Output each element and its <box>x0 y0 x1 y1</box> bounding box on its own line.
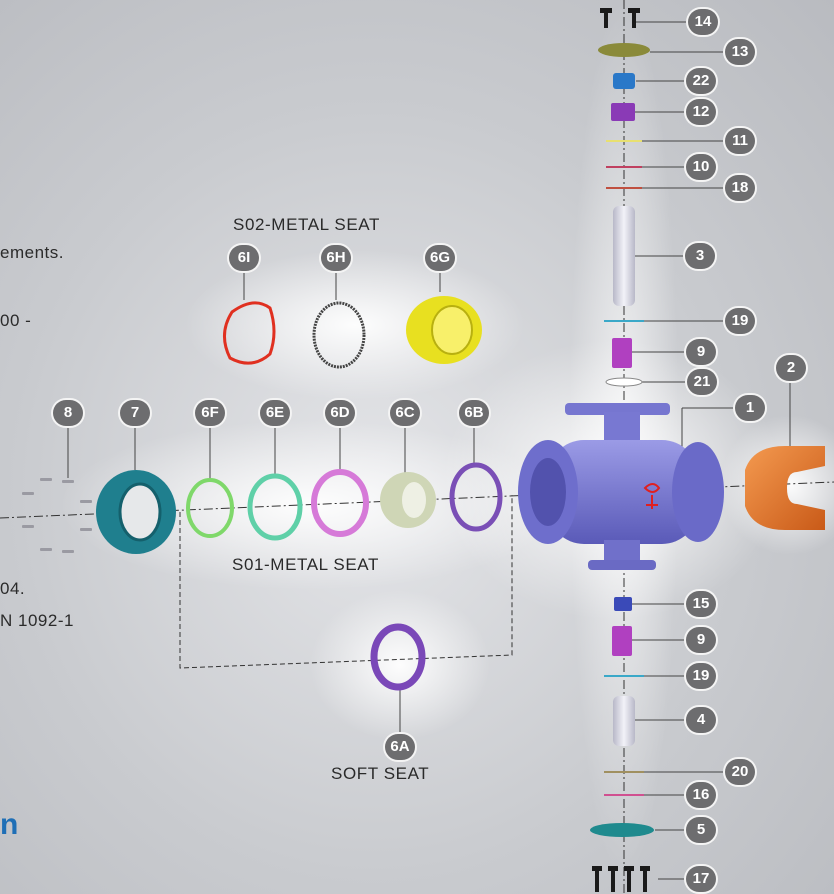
badge-4: 4 <box>686 707 716 733</box>
part-21-washer <box>605 377 643 387</box>
part-13-plate <box>598 43 650 57</box>
ring-6A <box>370 623 426 691</box>
badge-6B: 6B <box>459 400 489 426</box>
ring-6F <box>186 478 234 538</box>
s02-metal-seat-label: S02-METAL SEAT <box>233 215 380 234</box>
badge-6I: 6I <box>229 245 259 271</box>
badge-16: 16 <box>686 782 716 808</box>
badge-15: 15 <box>686 591 716 617</box>
badge-13: 13 <box>725 39 755 65</box>
badge-2: 2 <box>776 355 806 381</box>
part-12-block <box>611 103 635 121</box>
stem-stack <box>590 8 654 892</box>
part-14-bolts <box>600 8 640 28</box>
part-15-block <box>614 597 632 611</box>
part-3-stem <box>613 206 635 306</box>
badge-3: 3 <box>685 243 715 269</box>
badge-1: 1 <box>735 395 765 421</box>
badge-6C: 6C <box>390 400 420 426</box>
badge-6D: 6D <box>325 400 355 426</box>
badge-10: 10 <box>686 154 716 180</box>
badge-12: 12 <box>686 99 716 125</box>
ring-6H <box>312 301 366 369</box>
s01-metal-seat-label: S01-METAL SEAT <box>232 555 379 574</box>
left-text-line2: 00 - <box>0 311 32 330</box>
badge-17: 17 <box>686 866 716 892</box>
soft-seat-bracket <box>179 495 513 669</box>
badge-22: 22 <box>686 68 716 94</box>
part-17-bolts <box>592 866 650 892</box>
badge-6F: 6F <box>195 400 225 426</box>
left-text-line3: 04. <box>0 579 26 598</box>
badge-8: 8 <box>53 400 83 426</box>
ring-6B <box>449 462 503 532</box>
part-5-plate <box>590 823 654 837</box>
part-7-seat <box>96 470 176 554</box>
leader-lines <box>67 21 791 880</box>
part-2-cap <box>745 446 825 530</box>
soft-seat-label: SOFT SEAT <box>331 764 430 783</box>
left-text-line1: ements. <box>0 243 64 262</box>
part-9-bush-top <box>612 338 632 368</box>
badge-6G: 6G <box>425 245 455 271</box>
ring-6I <box>223 301 276 365</box>
badge-7: 7 <box>120 400 150 426</box>
part-4-trunnion <box>613 696 635 746</box>
badge-21: 21 <box>687 369 717 395</box>
badge-9-bottom: 9 <box>686 627 716 653</box>
badge-20: 20 <box>725 759 755 785</box>
badge-6H: 6H <box>321 245 351 271</box>
badge-9-top: 9 <box>686 339 716 365</box>
ring-6G <box>406 296 482 364</box>
ring-6D <box>311 469 369 537</box>
ring-6C <box>380 472 436 528</box>
part-1-body <box>518 403 724 570</box>
badge-5: 5 <box>686 817 716 843</box>
badge-18: 18 <box>725 175 755 201</box>
badge-6A: 6A <box>385 734 415 760</box>
part-9-bush-bottom <box>612 626 632 656</box>
left-text-line4: N 1092-1 <box>0 611 74 630</box>
badge-11: 11 <box>725 128 755 154</box>
left-partial-heading: n <box>0 808 19 841</box>
badge-14: 14 <box>688 9 718 35</box>
part-22-block <box>613 73 635 89</box>
badge-6E: 6E <box>260 400 290 426</box>
part-8-bolts <box>22 478 92 553</box>
ring-6E <box>247 473 303 541</box>
badge-19-top: 19 <box>725 308 755 334</box>
badge-19-bottom: 19 <box>686 663 716 689</box>
glow-soft <box>310 590 490 740</box>
